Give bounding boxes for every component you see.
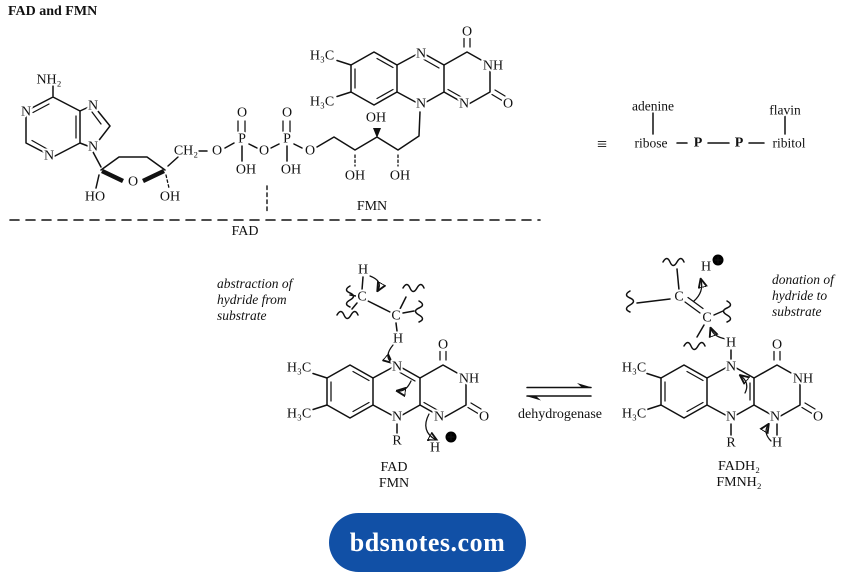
ribose-ho: HO: [85, 190, 105, 205]
ribitol-oh-3: OH: [390, 169, 410, 184]
schematic-ribose: ribose: [635, 136, 668, 151]
flavin-r-o2: O: [813, 410, 823, 425]
flavin-r-n10: N: [726, 410, 736, 425]
p2-double-o: O: [282, 106, 292, 121]
equivalence-sign: ≡: [597, 134, 607, 154]
flavin-r-ch3-a: H₃C: [622, 361, 646, 376]
ribitol-oh-2: OH: [366, 111, 386, 126]
bridge-o: O: [259, 144, 269, 159]
schematic-p2: P: [735, 136, 744, 151]
p2-oh: OH: [281, 163, 301, 178]
annotation-line: donation of: [772, 272, 834, 287]
phosphorus-1: P: [238, 132, 246, 147]
substrate-l-c1: C: [357, 290, 366, 305]
adenine-n3: N: [44, 149, 54, 164]
badge[interactable]: bdsnotes.com: [329, 513, 526, 572]
flavin-top-o2: O: [503, 97, 513, 112]
proton-r-h: H: [701, 260, 711, 275]
label-fmn-top: FMN: [356, 199, 388, 214]
adenine-n1: N: [21, 105, 31, 120]
flavin-r-o4: O: [772, 338, 782, 353]
label-fad-top: FAD: [231, 224, 259, 239]
ribitol-oh-1: OH: [345, 169, 365, 184]
substrate-left: [336, 275, 425, 362]
equilibrium-arrows: [526, 383, 592, 401]
substrate-l-c2: C: [391, 309, 400, 324]
label-fad-left: FAD: [380, 460, 408, 475]
proton-l-h: H: [430, 441, 440, 456]
flavin-top-n5: N: [416, 47, 426, 62]
substrate-r-c1: C: [674, 290, 683, 305]
ribose-ch2: CH₂: [174, 144, 198, 159]
flavin-ring-left: [312, 350, 482, 443]
flavin-r-r: R: [726, 436, 736, 451]
flavin-r-n1: N: [770, 410, 780, 425]
schematic-adenine: adenine: [632, 99, 674, 114]
flavin-l-ch3-a: H₃C: [287, 361, 311, 376]
ribose-ring: [95, 150, 208, 189]
flavin-l-o2: O: [479, 410, 489, 425]
flavin-r-n5: N: [726, 360, 736, 375]
phosphorus-2: P: [283, 132, 291, 147]
label-fmn-left: FMN: [378, 476, 410, 491]
fad-fmn-boundary: [9, 185, 541, 221]
schematic-ribitol: ribitol: [773, 136, 806, 151]
schematic-flavin: flavin: [769, 103, 801, 118]
flavin-ring-right: [646, 349, 816, 442]
page-title: FAD and FMN: [8, 4, 98, 19]
flavin-r-n5h: H: [726, 336, 736, 351]
annotation-line: substrate: [772, 304, 822, 319]
ester-o-1: O: [212, 144, 222, 159]
p1-double-o: O: [237, 106, 247, 121]
flavin-r-n3h: NH: [793, 372, 813, 387]
annotation-line: abstraction of: [217, 276, 293, 291]
adenine-n7: N: [88, 99, 98, 114]
flavin-top-n1: N: [459, 97, 469, 112]
adenine-n9: N: [88, 140, 98, 155]
shorthand-schematic: [652, 111, 786, 144]
flavin-l-n3h: NH: [459, 372, 479, 387]
ribose-oh: OH: [160, 190, 180, 205]
ester-o-2: O: [305, 144, 315, 159]
label-fadh2: FADH₂: [718, 459, 760, 474]
badge-label: bdsnotes.com: [349, 527, 506, 557]
annotation-line: hydride to: [772, 288, 828, 303]
flavin-top-ch3-b: H₃C: [310, 95, 334, 110]
flavin-top-n10: N: [416, 97, 426, 112]
label-dehydrogenase: dehydrogenase: [518, 407, 602, 422]
substrate-l-h2: H: [393, 332, 403, 347]
flavin-l-n5: N: [392, 360, 402, 375]
flavin-top-ch3-a: H₃C: [310, 49, 334, 64]
flavin-top-n3h: NH: [483, 59, 503, 74]
adenine-nh2: NH₂: [36, 73, 61, 88]
annotation-line: hydride from: [217, 292, 287, 307]
flavin-top-o4: O: [462, 25, 472, 40]
label-fmnh2: FMNH₂: [716, 475, 762, 490]
substrate-r-c2: C: [702, 311, 711, 326]
annotation-abstraction: abstraction of hydride from substrate: [217, 276, 292, 324]
substrate-right: [625, 254, 732, 351]
flavin-l-n1: N: [434, 410, 444, 425]
ribose-ring-o: O: [128, 175, 138, 190]
adenine-rings: [25, 85, 111, 168]
flavin-r-n1h: H: [772, 436, 782, 451]
flavin-l-ch3-b: H₃C: [287, 407, 311, 422]
flavin-l-n10: N: [392, 410, 402, 425]
substrate-l-h1: H: [358, 263, 368, 278]
flavin-l-r: R: [392, 434, 402, 449]
schematic-p1: P: [694, 136, 703, 151]
flavin-l-o4: O: [438, 338, 448, 353]
ribitol-chain: [316, 111, 421, 167]
pyrophosphate-bridge: [224, 120, 303, 162]
flavin-r-ch3-b: H₃C: [622, 407, 646, 422]
annotation-donation: donation of hydride to substrate: [772, 272, 834, 320]
annotation-line: substrate: [217, 308, 267, 323]
p1-oh: OH: [236, 163, 256, 178]
